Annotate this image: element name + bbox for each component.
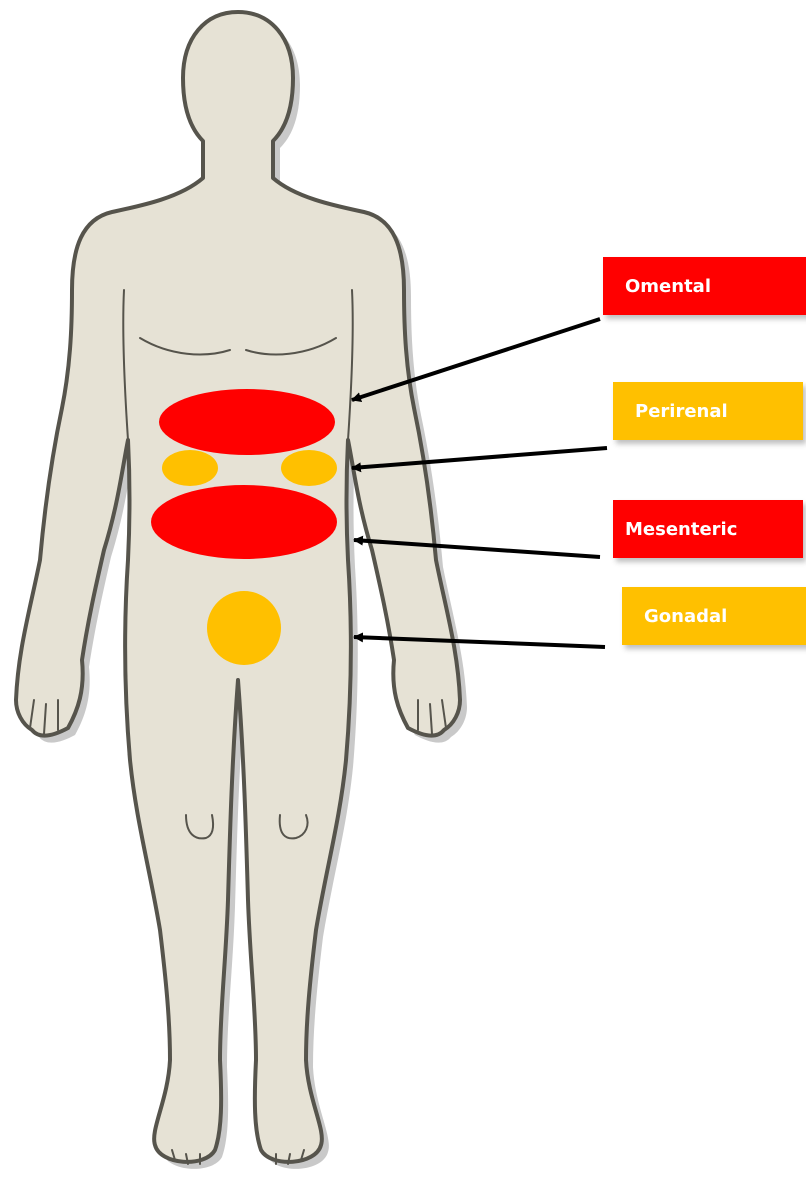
body-silhouette	[16, 12, 460, 1164]
perirenal-label: Perirenal	[613, 382, 803, 440]
gonadal-fat-region	[207, 591, 281, 665]
mesenteric-fat-region	[151, 485, 337, 559]
gonadal-label: Gonadal	[622, 587, 806, 645]
mesenteric-label: Mesenteric	[613, 500, 803, 558]
omental-fat-region	[159, 389, 335, 455]
body-outline	[16, 12, 460, 1162]
perirenal-fat-region-left	[162, 450, 218, 486]
omental-label: Omental	[603, 257, 806, 315]
perirenal-fat-region-right	[281, 450, 337, 486]
